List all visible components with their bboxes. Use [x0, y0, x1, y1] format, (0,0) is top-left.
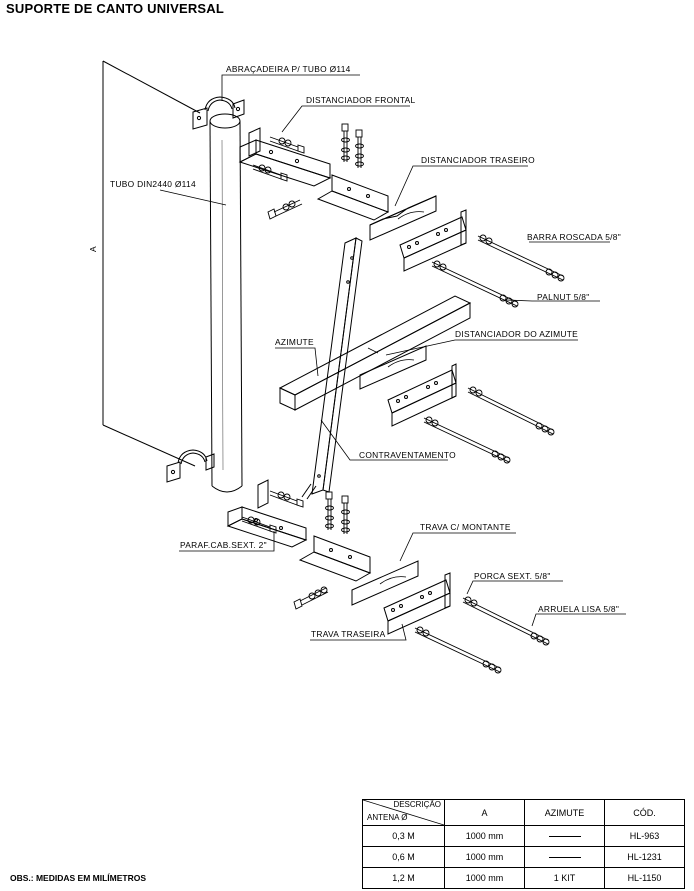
leader-lines: [159, 74, 626, 641]
azimuth-spacer: [359, 345, 457, 427]
row-a: 1000 mm: [444, 846, 525, 868]
label-distanciador-frontal: DISTANCIADOR FRONTAL: [306, 95, 415, 105]
front-spacer-upper: [238, 123, 364, 220]
label-trava-traseira: TRAVA TRASEIRA: [311, 629, 386, 639]
table-row: 1,2 M 1000 mm 1 KIT HL-1150: [362, 867, 685, 889]
label-barra-roscada: BARRA ROSCADA 5/8": [527, 232, 621, 242]
header-descricao-antena: DESCRIÇÃO ANTENA Ø: [362, 799, 445, 826]
label-tubo: TUBO DIN2440 Ø114: [110, 179, 196, 189]
label-arruela: ARRUELA LISA 5/8": [538, 604, 619, 614]
label-palnut: PALNUT 5/8": [537, 292, 590, 302]
label-distanciador-traseiro: DISTANCIADOR TRASEIRO: [421, 155, 535, 165]
dimension-a: A: [88, 60, 201, 467]
label-azimute: AZIMUTE: [275, 337, 314, 347]
azimuth-beam: [278, 295, 472, 411]
label-porca: PORCA SEXT. 5/8": [474, 571, 551, 581]
header-antena: ANTENA Ø: [367, 813, 408, 822]
spec-table: DESCRIÇÃO ANTENA Ø A AZIMUTE CÓD. 0,3 M …: [362, 799, 685, 889]
row-a: 1000 mm: [444, 825, 525, 847]
label-contraventamento: CONTRAVENTAMENTO: [359, 450, 456, 460]
drawing-title: SUPORTE DE CANTO UNIVERSAL: [6, 1, 225, 16]
label-abracadeira: ABRAÇADEIRA P/ TUBO Ø114: [226, 64, 351, 74]
label-parafuso: PARAF.CAB.SEXT. 2": [180, 540, 267, 550]
threaded-rods-upper: [431, 234, 565, 308]
header-azimute: AZIMUTE: [524, 799, 605, 826]
rear-spacer-lower: [298, 535, 451, 635]
row-a: 1000 mm: [444, 867, 525, 889]
row-azimute: 1 KIT: [524, 867, 605, 889]
main-tube: [209, 113, 243, 493]
spec-table-header: DESCRIÇÃO ANTENA Ø A AZIMUTE CÓD.: [362, 799, 685, 826]
table-row: 0,6 M 1000 mm HL-1231: [362, 846, 685, 868]
header-cod: CÓD.: [604, 799, 685, 826]
row-cod: HL-1150: [604, 867, 685, 889]
upper-clamp: [192, 96, 245, 130]
measurement-note: OBS.: MEDIDAS EM MILÍMETROS: [10, 873, 146, 883]
row-antena: 1,2 M: [362, 867, 445, 889]
row-antena: 0,3 M: [362, 825, 445, 847]
front-spacer-lower: [226, 479, 350, 610]
threaded-rods-azimuth: [423, 386, 555, 464]
row-antena: 0,6 M: [362, 846, 445, 868]
lower-clamp: [166, 449, 215, 483]
row-azimute: [524, 825, 605, 847]
no-azimute-dash: [548, 836, 581, 838]
no-azimute-dash: [548, 857, 581, 859]
table-row: 0,3 M 1000 mm HL-963: [362, 825, 685, 847]
header-descricao: DESCRIÇÃO: [393, 800, 441, 809]
row-cod: HL-1231: [604, 846, 685, 868]
labels: ABRAÇADEIRA P/ TUBO Ø114 DISTANCIADOR FR…: [110, 64, 621, 639]
header-a: A: [444, 799, 525, 826]
dimension-a-label: A: [88, 246, 98, 252]
rear-spacer-upper: [316, 174, 467, 272]
row-cod: HL-963: [604, 825, 685, 847]
label-trava-montante: TRAVA C/ MONTANTE: [420, 522, 511, 532]
threaded-rods-lower: [414, 596, 550, 674]
label-distanciador-azimute: DISTANCIADOR DO AZIMUTE: [455, 329, 578, 339]
row-azimute: [524, 846, 605, 868]
